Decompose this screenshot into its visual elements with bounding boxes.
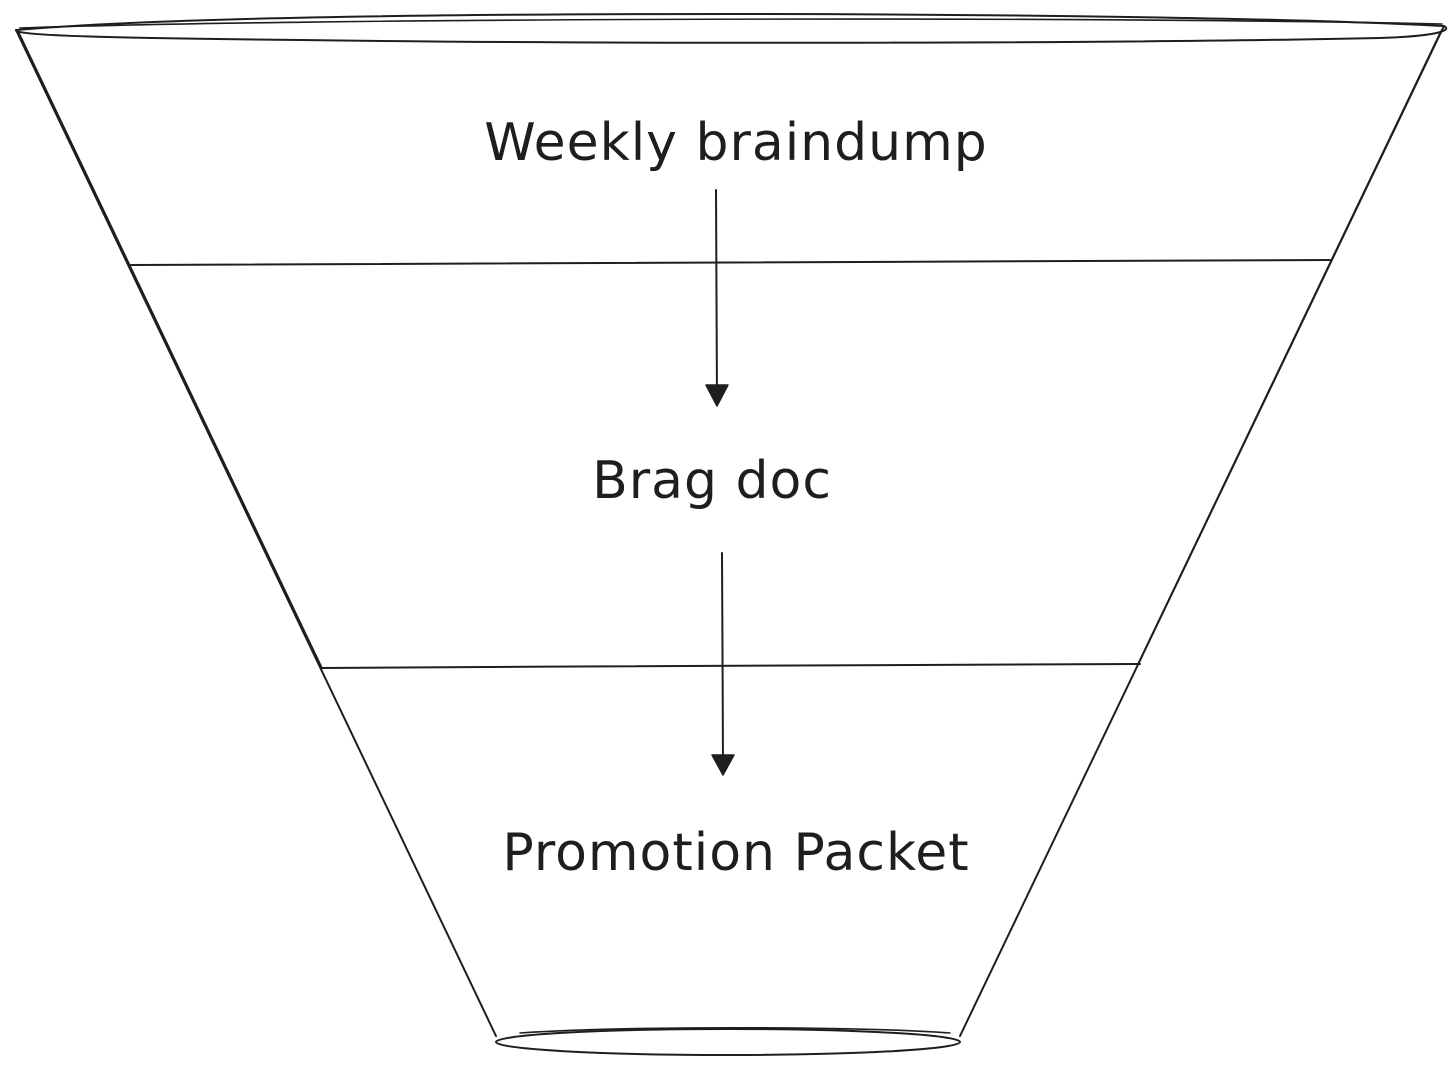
- stage-label-promotion-packet: Promotion Packet: [502, 823, 969, 883]
- arrow-brag-to-promotion: [711, 552, 735, 776]
- funnel-left-side: [15, 29, 497, 1037]
- arrow-head: [711, 754, 735, 776]
- arrow-head: [705, 384, 729, 407]
- funnel-bottom-opening: [495, 1026, 961, 1056]
- divider-line-1: [130, 259, 1331, 266]
- stage-label-brag-doc: Brag doc: [592, 451, 832, 511]
- stage-label-weekly-braindump: Weekly braindump: [484, 113, 988, 173]
- funnel-top-rim: [14, 13, 1448, 44]
- divider-line-2: [321, 663, 1141, 669]
- arrow-weekly-to-brag: [705, 189, 729, 407]
- funnel-right-side: [959, 25, 1445, 1037]
